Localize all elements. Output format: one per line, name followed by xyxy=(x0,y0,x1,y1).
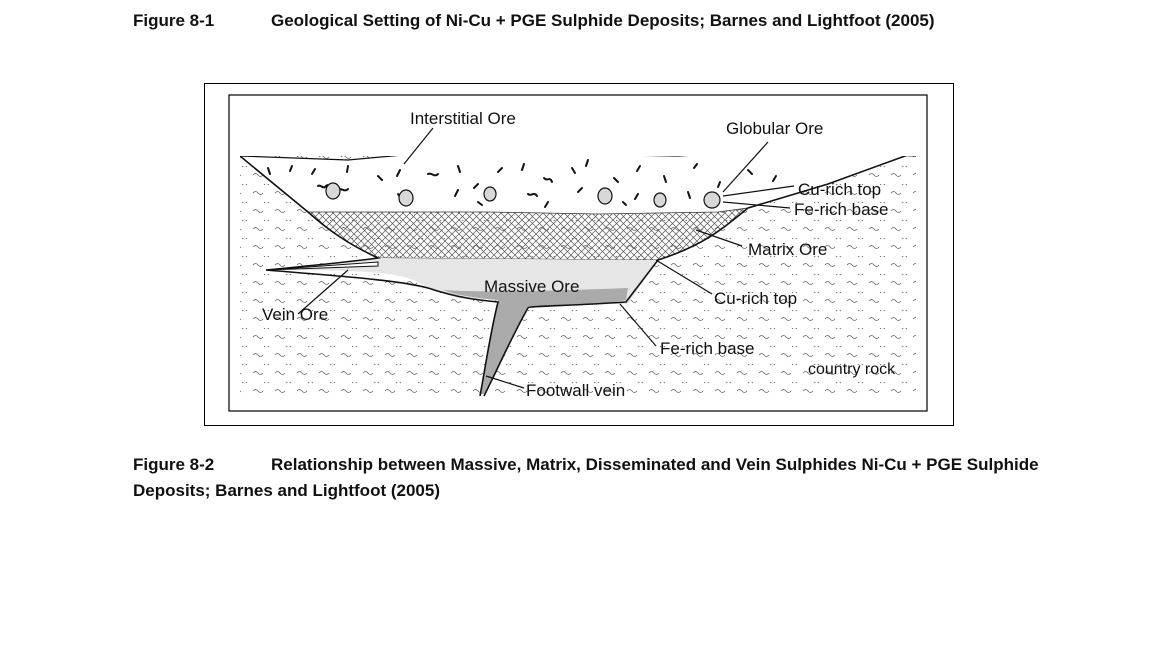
surface-line xyxy=(240,156,916,161)
figure-number: Figure 8-2 xyxy=(133,455,215,474)
label-cu-rich-top-lower: Cu-rich top xyxy=(714,289,797,308)
leader-lines xyxy=(297,127,795,389)
intrusion-outline xyxy=(240,156,500,397)
interstitial-blebs xyxy=(267,159,777,208)
figure-title: Geological Setting of Ni-Cu + PGE Sulphi… xyxy=(271,11,935,30)
label-interstitial-ore: Interstitial Ore xyxy=(410,109,516,128)
label-globular-ore: Globular Ore xyxy=(726,119,823,138)
label-massive-ore: Massive Ore xyxy=(484,277,579,296)
ore-deposit-diagram: Interstitial Ore Globular Ore Cu-rich to… xyxy=(228,94,928,412)
intrusion-outline-right xyxy=(483,156,908,397)
figure-title: Relationship between Massive, Matrix, Di… xyxy=(133,455,1039,500)
label-country-rock: country rock xyxy=(808,361,896,378)
figure-8-1-caption: Figure 8-1 Geological Setting of Ni-Cu + … xyxy=(133,8,1033,34)
figure-number: Figure 8-1 xyxy=(133,11,215,30)
globular-droplets xyxy=(325,182,721,209)
label-vein-ore: Vein Ore xyxy=(262,305,328,324)
vein-ore-wedge xyxy=(265,261,379,271)
label-fe-rich-base-upper: Fe-rich base xyxy=(794,200,888,219)
label-footwall-vein: Footwall vein xyxy=(526,381,625,400)
label-fe-rich-base-lower: Fe-rich base xyxy=(660,339,754,358)
label-cu-rich-top-upper: Cu-rich top xyxy=(798,180,881,199)
fe-rich-base-zone xyxy=(443,288,628,394)
label-matrix-ore: Matrix Ore xyxy=(748,240,827,259)
